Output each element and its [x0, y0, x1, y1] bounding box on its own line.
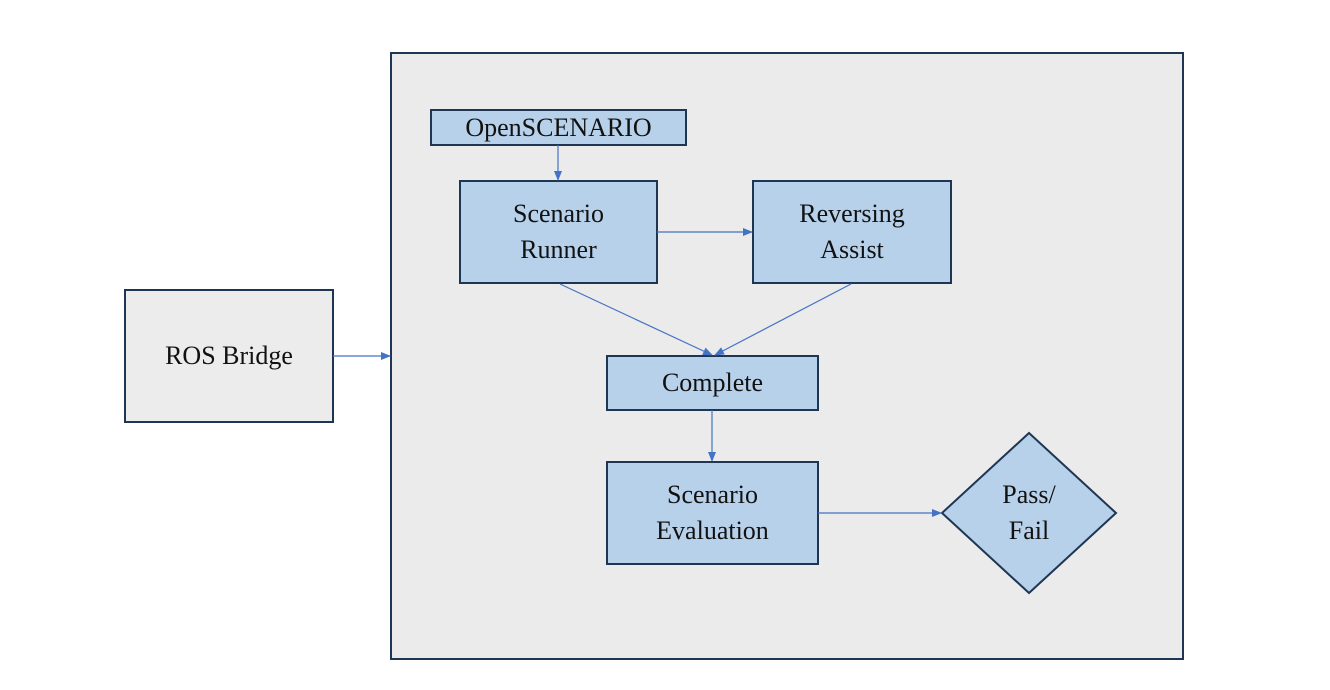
ros-bridge-box: [124, 289, 334, 423]
reversing-assist-box: [752, 180, 952, 284]
complete-box: [606, 355, 819, 411]
pass-fail-diamond: [940, 431, 1118, 595]
arrow-reversing-to-complete: [714, 283, 852, 356]
openscenario-box: [430, 109, 687, 146]
scenario-runner-box: [459, 180, 658, 284]
arrow-runner-to-complete: [559, 283, 713, 356]
scenario-evaluation-box: [606, 461, 819, 565]
